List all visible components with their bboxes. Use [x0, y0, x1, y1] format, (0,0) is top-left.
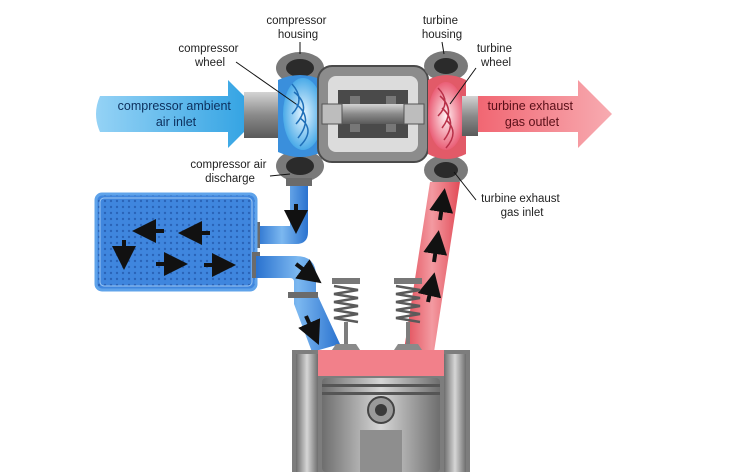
turbine-wheel-icon [428, 82, 464, 150]
turbine-wheel-label: turbine wheel [477, 43, 515, 69]
piston-icon [322, 378, 440, 472]
turbine-outlet-arrow [470, 80, 612, 148]
compressor-discharge-label: compressor air discharge [190, 159, 269, 185]
turbine-outlet-pipe [462, 96, 478, 136]
turbine-housing-label: turbine housing [422, 15, 462, 41]
intercooler-icon [94, 192, 258, 292]
compressor-inlet-label: compressor ambient air inlet [118, 99, 235, 129]
exhaust-manifold-pipe [404, 182, 460, 352]
compressor-wheel-label: compressor wheel [178, 43, 241, 69]
valve-spring-icon [332, 278, 422, 350]
bearing-housing [317, 65, 429, 163]
intake-manifold-pipe [252, 252, 340, 352]
turbine-outlet-label: turbine exhaust gas outlet [488, 99, 577, 129]
compressor-inlet-arrow [96, 80, 262, 148]
compressor-housing-label: compressor housing [266, 15, 329, 41]
intake-flow-arrows [284, 204, 322, 345]
leader-lines [235, 41, 477, 201]
compressor-discharge-pipe [252, 178, 312, 248]
intercooler-flow-arrows [112, 219, 236, 277]
turbine-inlet-label: turbine exhaust gas inlet [481, 193, 563, 219]
compressor-wheel-icon [283, 78, 323, 150]
exhaust-flow-arrows [417, 188, 454, 303]
